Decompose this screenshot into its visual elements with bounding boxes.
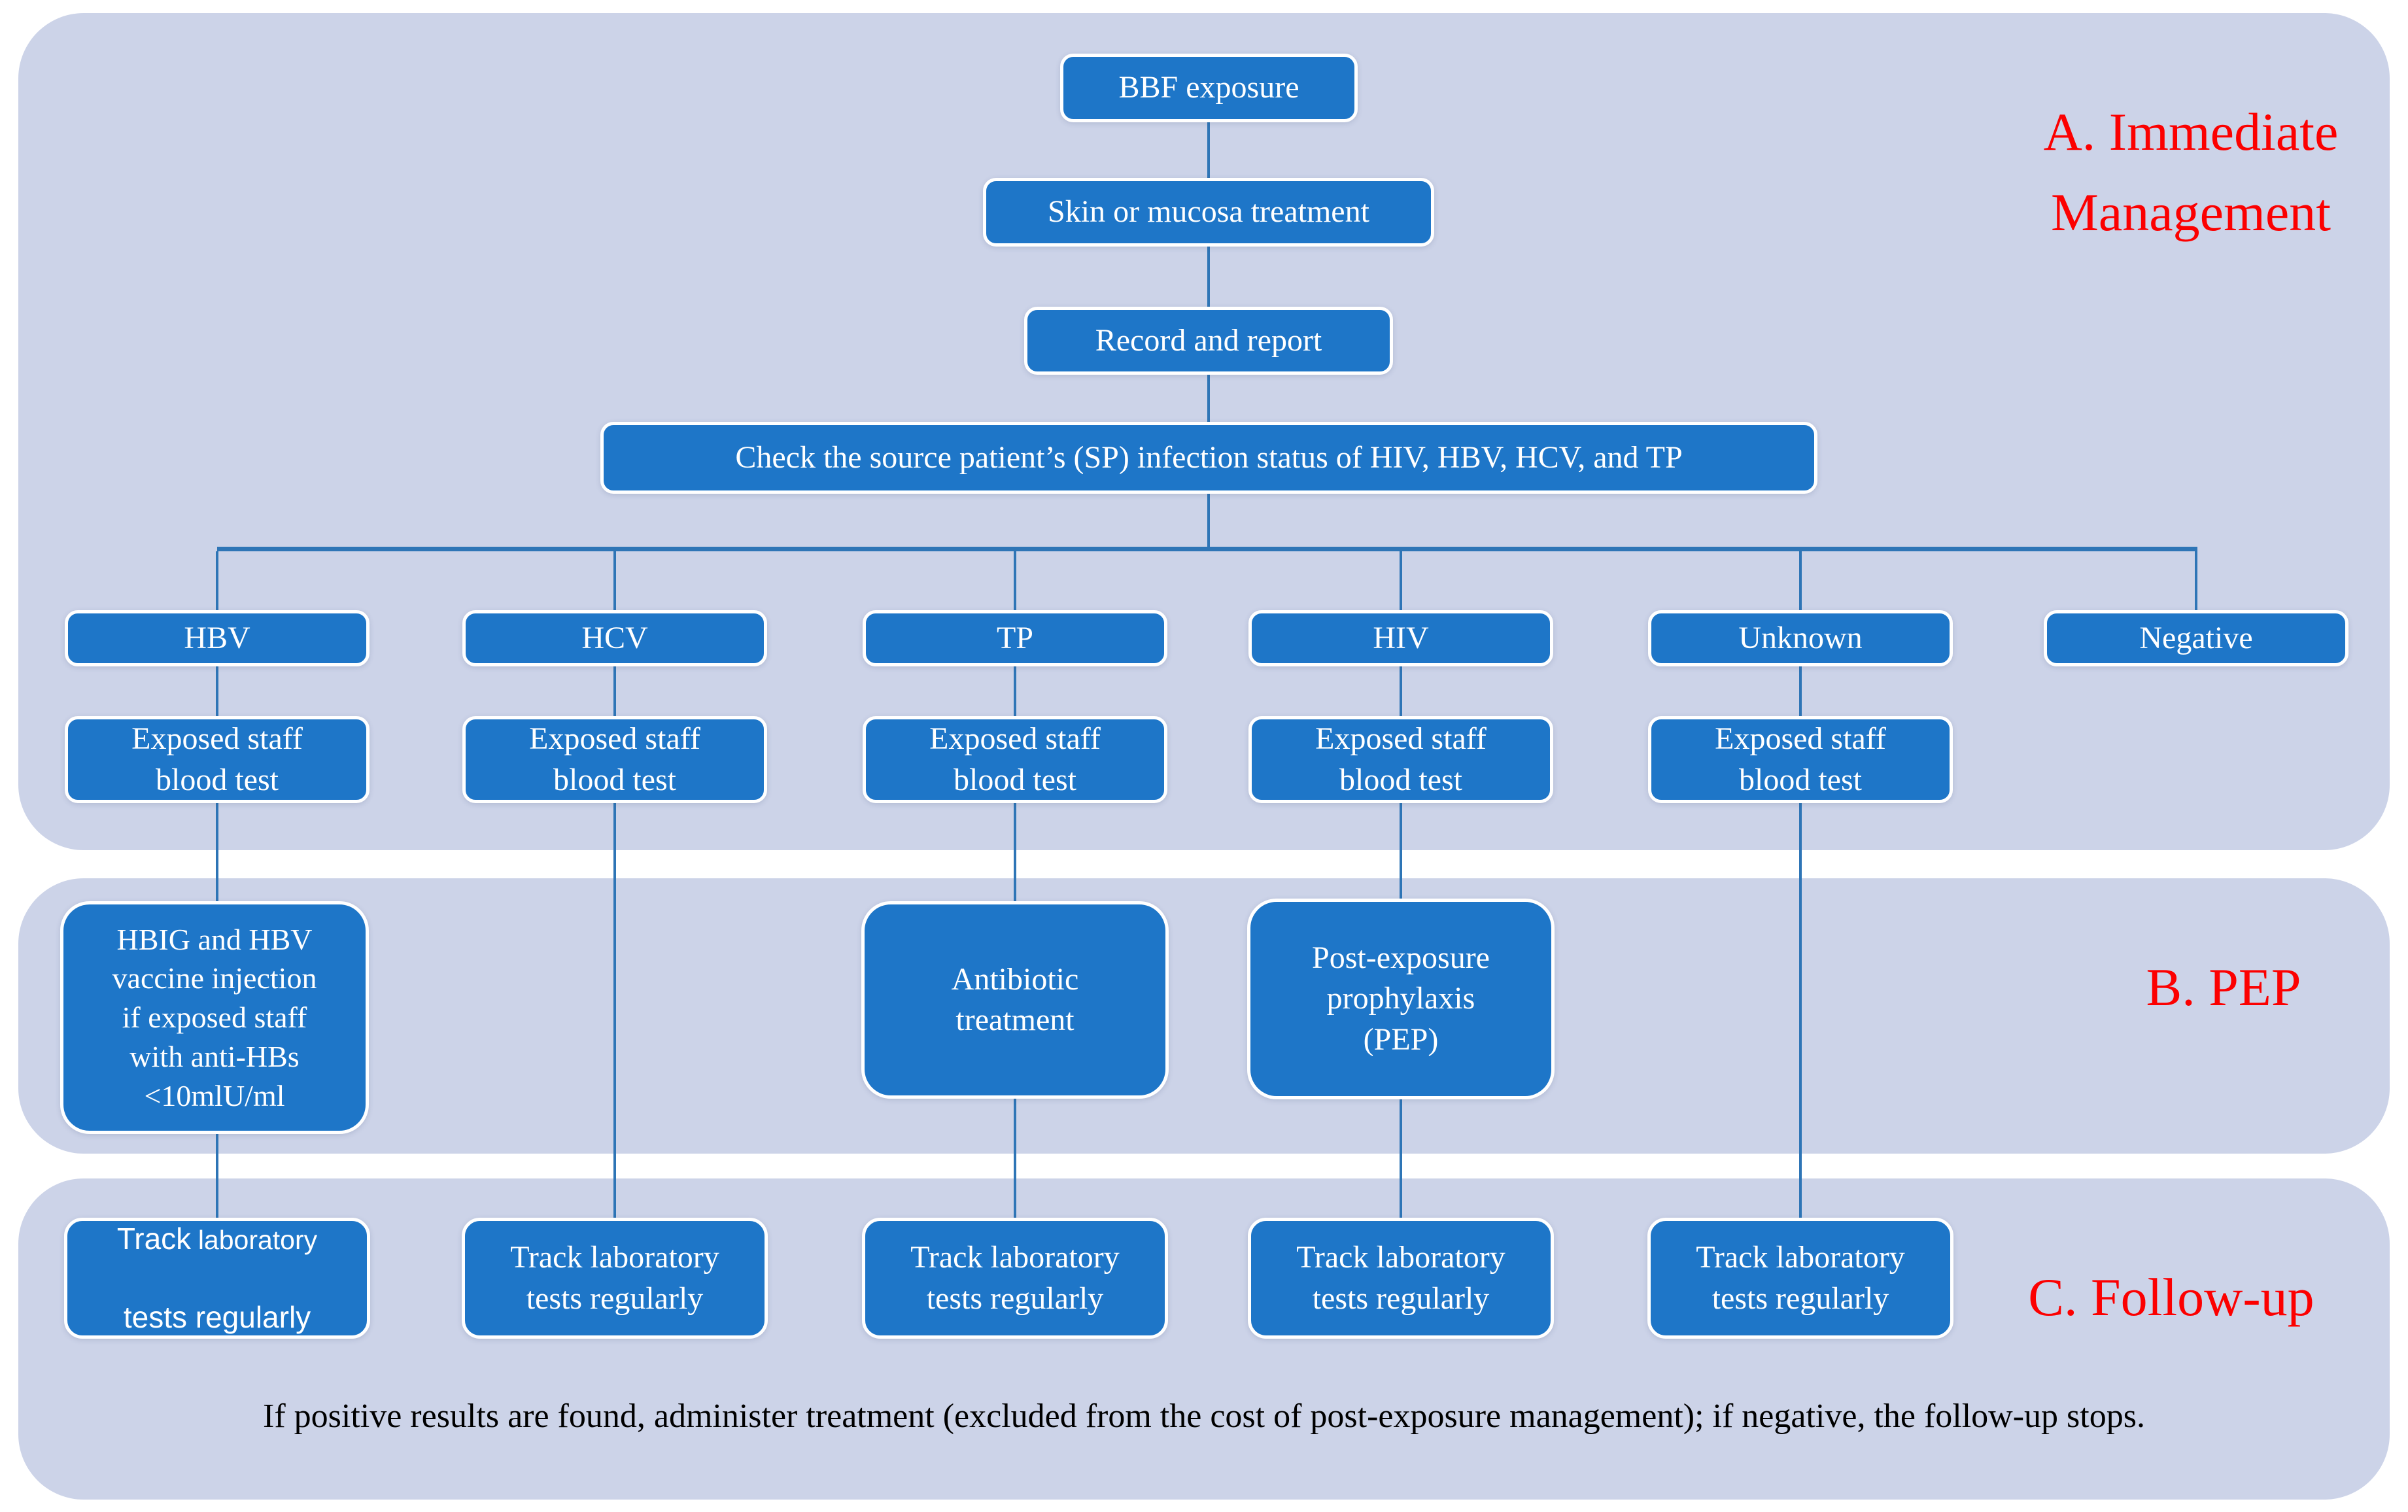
node-branch-tp: TP (863, 610, 1167, 666)
node-branch-negative: Negative (2044, 610, 2348, 666)
connector-line (216, 803, 218, 901)
connector-line (613, 551, 616, 610)
connector-line (1014, 1099, 1016, 1218)
connector-line (1400, 803, 1402, 899)
connector-line (216, 1134, 218, 1218)
connector-line (1400, 1099, 1402, 1218)
connector-line (1799, 803, 1802, 1218)
node-blood-test-hcv: Exposed staff blood test (462, 716, 767, 803)
section-c-background (18, 1178, 2390, 1500)
node-record-and-report: Record and report (1024, 307, 1393, 375)
connector-line (613, 666, 616, 716)
connector-line (217, 547, 2197, 551)
node-followup-unknown: Track laboratory tests regularly (1647, 1218, 1953, 1339)
label-section-b-pep: B. PEP (2146, 957, 2301, 1017)
node-blood-test-hbv: Exposed staff blood test (65, 716, 370, 803)
section-b-background (18, 878, 2390, 1154)
connector-line (1014, 666, 1016, 716)
connector-line (1207, 494, 1210, 548)
node-pep-post-exposure-prophylaxis: Post-exposure prophylaxis (PEP) (1247, 899, 1555, 1099)
label-section-a-immediate-management: A. Immediate Management (2043, 102, 2339, 242)
node-followup-tp: Track laboratory tests regularly (862, 1218, 1168, 1339)
node-blood-test-tp: Exposed staff blood test (863, 716, 1167, 803)
footnote-text: If positive results are found, administe… (263, 1398, 2145, 1435)
node-branch-hiv: HIV (1248, 610, 1553, 666)
node-blood-test-hiv: Exposed staff blood test (1248, 716, 1553, 803)
connector-line (2195, 551, 2197, 610)
node-followup-hiv: Track laboratory tests regularly (1248, 1218, 1554, 1339)
connector-line (216, 551, 218, 610)
connector-line (1207, 375, 1210, 422)
connector-line (613, 803, 616, 1218)
node-pep-hbig-hbv-vaccine: HBIG and HBV vaccine injection if expose… (60, 901, 369, 1134)
connector-line (1400, 666, 1402, 716)
node-followup-hcv: Track laboratory tests regularly (462, 1218, 768, 1339)
connector-line (1014, 803, 1016, 901)
node-pep-antibiotic-treatment: Antibiotic treatment (861, 901, 1169, 1099)
node-blood-test-unknown: Exposed staff blood test (1648, 716, 1953, 803)
label-section-c-follow-up: C. Follow-up (2028, 1267, 2314, 1327)
connector-line (216, 666, 218, 716)
node-branch-unknown: Unknown (1648, 610, 1953, 666)
connector-line (1799, 666, 1802, 716)
node-branch-hcv: HCV (462, 610, 767, 666)
node-bbf-exposure: BBF exposure (1060, 54, 1358, 122)
connector-line (1207, 122, 1210, 178)
connector-line (1207, 247, 1210, 307)
node-check-sp-infection-status: Check the source patient’s (SP) infectio… (600, 422, 1817, 494)
node-skin-mucosa-treatment: Skin or mucosa treatment (983, 178, 1434, 247)
node-branch-hbv: HBV (65, 610, 370, 666)
connector-line (1014, 551, 1016, 610)
connector-line (1799, 551, 1802, 610)
connector-line (1400, 551, 1402, 610)
